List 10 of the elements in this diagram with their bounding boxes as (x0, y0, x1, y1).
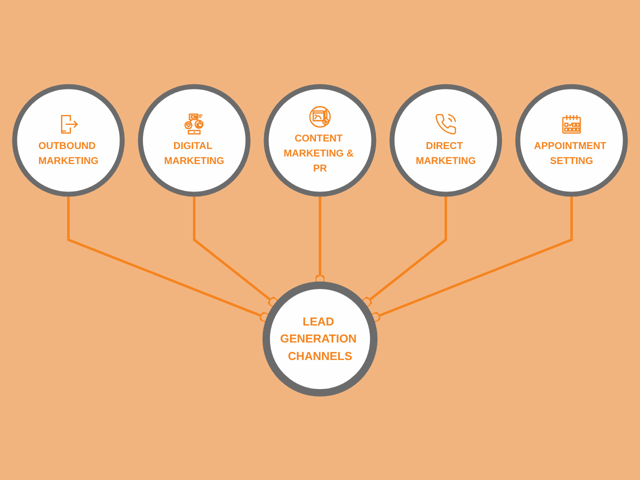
node-circle: OUTBOUND MARKETING (12, 84, 125, 197)
node-circle: DIGITAL MARKETING (138, 84, 250, 197)
node-circle: APPOINTMENT SETTING (515, 84, 628, 197)
connector (192, 194, 279, 308)
connector (370, 194, 573, 323)
connector (361, 194, 448, 308)
connector (67, 194, 270, 323)
node-circle: DIRECT MARKETING (390, 84, 502, 197)
node-circle: LEAD GENERATION CHANNELS (262, 282, 378, 397)
node-circle: CONTENT MARKETING & PR (264, 84, 376, 197)
